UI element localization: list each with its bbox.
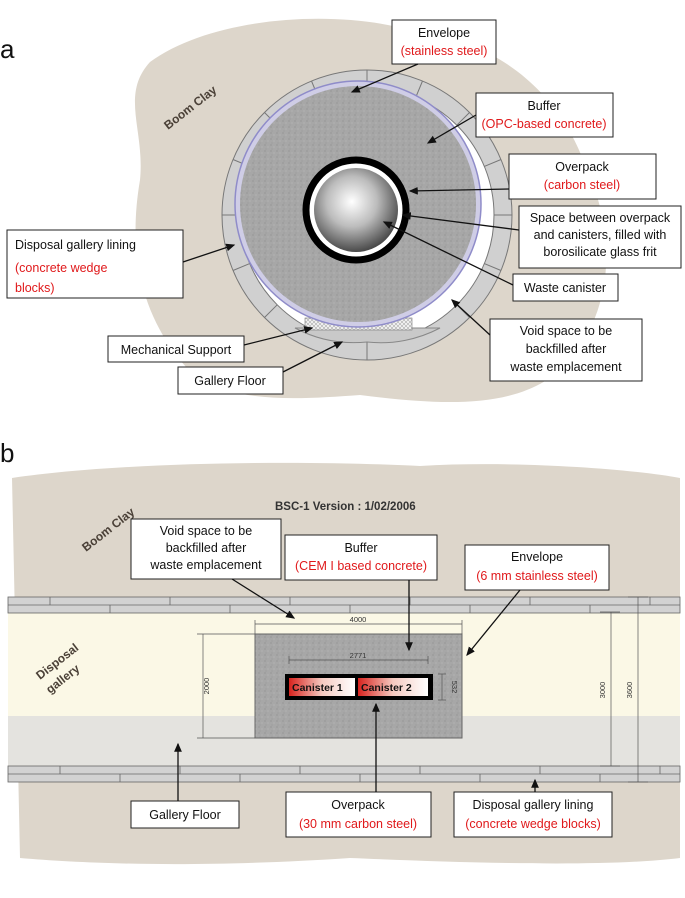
waste-canister-a-arrow	[382, 221, 514, 286]
void-b-box	[130, 518, 282, 580]
version-label: BSC-1 Version : 1/02/2006	[275, 501, 416, 513]
space-a-line3: borosilicate glass frit	[543, 245, 657, 259]
envelope-a-material: (stainless steel)	[401, 44, 488, 58]
waste-canister-a-box	[512, 273, 619, 302]
envelope-b-box	[464, 544, 610, 591]
envelope-a-arrow	[350, 63, 419, 93]
space-a-arrow	[401, 212, 520, 231]
buffer-a-title: Buffer	[527, 99, 560, 113]
lining-b-material: (concrete wedge blocks)	[465, 817, 600, 831]
overpack-a-title: Overpack	[555, 160, 609, 174]
envelope-b-material: (6 mm stainless steel)	[476, 569, 598, 583]
gallery-floor-a-arrow	[282, 341, 344, 373]
mech-support-a-arrow	[243, 326, 314, 346]
envelope-b-title: Envelope	[511, 550, 563, 564]
envelope-a-title: Envelope	[418, 26, 470, 40]
overpack-b-box	[285, 791, 432, 838]
dim-lining-height: 3600	[625, 682, 634, 699]
buffer-b-box	[284, 534, 438, 581]
gallery-floor-a-label: Gallery Floor	[194, 374, 266, 388]
gallery-floor-a-box	[177, 366, 284, 395]
space-a-line1: Space between overpack	[530, 211, 671, 225]
void-a-box	[489, 318, 643, 382]
void-b-line1: Void space to be	[160, 524, 252, 538]
void-b-arrow	[231, 578, 296, 619]
space-a-line2: and canisters, filled with	[534, 228, 667, 242]
envelope-a-box	[391, 19, 497, 65]
void-b-line2: backfilled after	[166, 541, 247, 555]
buffer-a-box	[475, 92, 614, 138]
waste-canister-a-label: Waste canister	[524, 281, 606, 295]
canister-1-label: Canister 1	[292, 682, 343, 694]
dimension-lines-b	[197, 596, 648, 783]
dim-canister-dia: 532	[450, 681, 459, 694]
dim-buffer-width: 4000	[350, 615, 367, 624]
waste-canister-a	[314, 168, 398, 252]
overpack-a-arrow	[408, 186, 510, 195]
lining-a-arrow	[182, 243, 236, 263]
panel-b-letter: b	[0, 438, 14, 468]
space-a-box	[518, 205, 682, 269]
mech-support-a-box	[107, 335, 245, 363]
overpack-b-title: Overpack	[331, 798, 385, 812]
overpack-a-box	[508, 153, 657, 200]
void-a-line3: waste emplacement	[509, 360, 622, 374]
gallery-floor-b-label: Gallery Floor	[149, 808, 221, 822]
canister-2-b	[358, 678, 428, 696]
buffer-b-title: Buffer	[344, 541, 377, 555]
canister-2-label: Canister 2	[361, 682, 412, 694]
envelope-b-arrow	[466, 589, 521, 657]
overpack-b-material: (30 mm carbon steel)	[299, 817, 417, 831]
dim-canister-length: 2771	[350, 651, 367, 660]
gallery-floor-b-box	[130, 800, 240, 829]
lining-a-box	[6, 229, 184, 299]
overpack-a-material: (carbon steel)	[544, 178, 620, 192]
void-a-line2: backfilled after	[526, 342, 607, 356]
dim-buffer-height: 2000	[202, 678, 211, 695]
lining-a-material1: (concrete wedge	[15, 261, 107, 275]
buffer-a-arrow	[426, 114, 477, 144]
lining-b-box	[453, 791, 613, 838]
mech-support-a-label: Mechanical Support	[121, 343, 232, 357]
lining-b-title: Disposal gallery lining	[473, 798, 594, 812]
panel-a-letter: a	[0, 34, 15, 64]
lining-a-title: Disposal gallery lining	[15, 238, 136, 252]
void-a-line1: Void space to be	[520, 324, 612, 338]
gallery-floor-a	[294, 327, 441, 344]
dim-envelope-height: 3000	[598, 682, 607, 699]
buffer-a-material: (OPC-based concrete)	[481, 117, 606, 131]
buffer-b-material: (CEM I based concrete)	[295, 559, 427, 573]
canister-1-b	[289, 678, 355, 696]
void-b-line3: waste emplacement	[149, 558, 262, 572]
lining-a-material2: blocks)	[15, 281, 55, 295]
lining-joints-b	[8, 597, 680, 782]
void-a-arrow	[451, 299, 491, 336]
